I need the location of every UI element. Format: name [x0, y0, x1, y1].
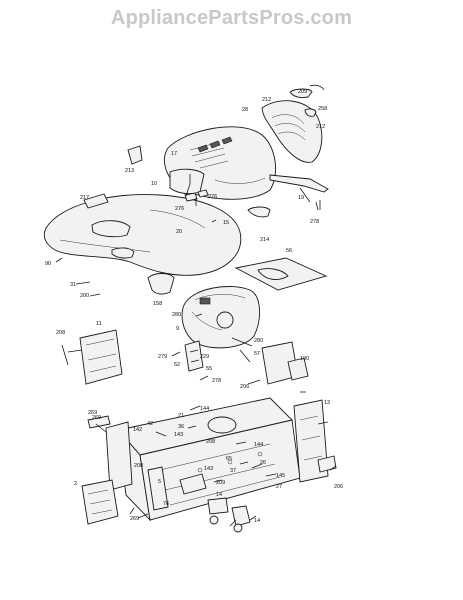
- callout-label: 57: [254, 351, 260, 357]
- callout-label: 55: [206, 366, 212, 372]
- right-bracket-part: [231, 337, 309, 385]
- callout-label: 276: [175, 206, 184, 212]
- callout-label: 217: [80, 195, 89, 201]
- callout-label: 145: [276, 473, 285, 479]
- callout-label: 276: [208, 194, 217, 200]
- watermark: AppliancePartsPros.com: [110, 7, 353, 29]
- fender-part: [43, 194, 242, 276]
- callout-label: 19: [298, 195, 304, 201]
- callout-label: 269: [88, 410, 97, 416]
- callout-label: 20: [176, 229, 182, 235]
- callout-label: 143: [204, 466, 213, 472]
- callout-label: 2: [74, 481, 77, 487]
- callout-label: 21: [178, 413, 184, 419]
- callout-label: 144: [200, 406, 209, 412]
- callout-label: 208: [56, 330, 65, 336]
- dash-panel-part: [83, 145, 271, 218]
- callout-label: 278: [212, 378, 221, 384]
- callout-label: 14: [254, 518, 260, 524]
- callout-label: 14: [216, 492, 222, 498]
- callout-label: 158: [153, 301, 162, 307]
- callout-label: 206: [334, 484, 343, 490]
- steering-bracket-part: [184, 340, 204, 372]
- callout-label: 209: [216, 480, 225, 486]
- callout-label: 36: [178, 424, 184, 430]
- callout-label: 269: [130, 516, 139, 522]
- spring-bracket-parts: [207, 497, 251, 533]
- callout-label: 15: [223, 220, 229, 226]
- callout-label: 10: [151, 181, 157, 187]
- callout-label: 190: [300, 356, 309, 362]
- callout-label: 76: [163, 501, 169, 507]
- grille-part: [261, 84, 325, 163]
- callout-label: 212: [316, 124, 325, 130]
- callout-label: 206: [240, 384, 249, 390]
- dash-console-part: [181, 286, 260, 349]
- callout-label: 90: [45, 261, 51, 267]
- hardware-leaders: [55, 174, 337, 527]
- callout-label: 26: [260, 460, 266, 466]
- callout-label: 9: [176, 326, 179, 332]
- callout-label: 11: [96, 321, 102, 327]
- callout-label: 42: [147, 421, 153, 427]
- cup-holder-part: [147, 273, 175, 295]
- battery-tray-part: [234, 257, 328, 291]
- callout-label: 229: [200, 354, 209, 360]
- left-panel-part: [61, 329, 123, 385]
- callout-label: 13: [324, 400, 330, 406]
- callout-label: 144: [254, 442, 263, 448]
- side-plate-part: [293, 399, 337, 483]
- callout-labels: 209 212 258 28 212 17 19 276 278 213 10 …: [45, 89, 343, 524]
- callout-label: 200: [80, 293, 89, 299]
- callout-label: 143: [174, 432, 183, 438]
- front-plate-part: [87, 415, 133, 491]
- callout-label: 208: [206, 439, 215, 445]
- callout-label: 258: [318, 106, 327, 112]
- callout-label: 17: [171, 151, 177, 157]
- callout-label: 280: [254, 338, 263, 344]
- callout-label: 212: [262, 97, 271, 103]
- hood-bracket-part: [269, 174, 329, 211]
- callout-label: 200: [134, 463, 143, 469]
- callout-label: 31: [70, 282, 76, 288]
- callout-label: 213: [125, 168, 134, 174]
- callout-label: 279: [158, 354, 167, 360]
- callout-label: 142: [133, 427, 142, 433]
- callout-label: 5: [158, 479, 161, 485]
- bumper-part: [81, 479, 119, 525]
- callout-label: 214: [260, 237, 269, 243]
- callout-label: 52: [174, 362, 180, 368]
- hitch-bracket-part: [147, 466, 207, 511]
- callout-label: 278: [310, 219, 319, 225]
- callout-label: 280: [172, 312, 181, 318]
- callout-label: 37: [230, 468, 236, 474]
- callout-label: 27: [276, 484, 282, 490]
- callout-label: 269: [92, 415, 101, 421]
- callout-label: 56: [286, 248, 292, 254]
- callout-label: 209: [298, 89, 307, 95]
- callout-label: 65: [226, 456, 232, 462]
- callout-label: 28: [242, 107, 248, 113]
